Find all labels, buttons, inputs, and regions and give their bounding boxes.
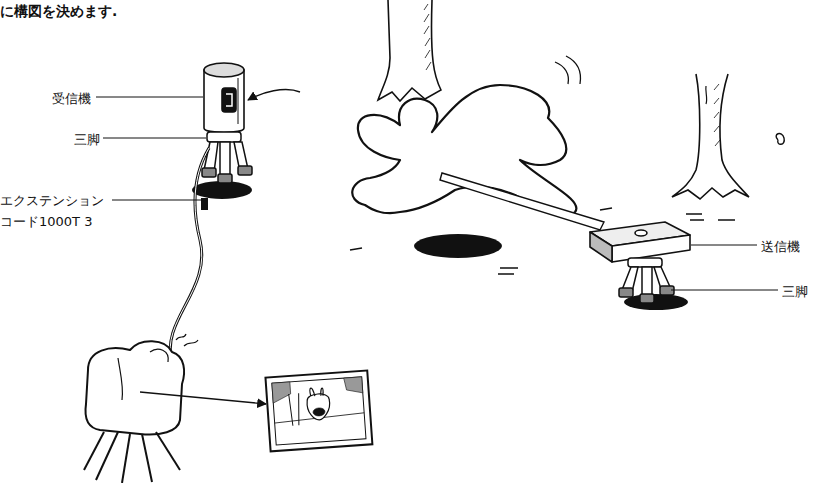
part-label: 三脚 [74,129,114,150]
tripod [202,168,216,177]
tripod [642,267,652,296]
photo [272,382,291,403]
ground-mark [498,268,518,274]
part-label: 三脚 [782,281,827,302]
receiver [226,94,232,106]
tree [672,74,749,199]
tripod [207,132,241,142]
ground-mark [350,248,362,250]
receiver [204,63,244,133]
tripod [220,142,230,176]
leader-line [112,200,201,201]
result-arrow [140,392,266,404]
tree [424,4,431,70]
tripod [628,258,662,267]
tripod [142,434,152,482]
part-label: 受信機 [52,88,112,109]
ground-mark [776,134,784,145]
rabbit [352,85,576,215]
ground-mark [600,208,612,210]
receiver [222,88,236,112]
transmitter [635,230,647,236]
part-label: 送信機 [761,236,821,257]
tree [714,84,720,146]
camera [86,341,185,434]
tripod [640,294,654,303]
tree [714,84,720,146]
leader-line [691,245,757,246]
receiver [204,63,244,77]
extension-cord [170,148,209,362]
photo [344,377,363,394]
leader-line [96,97,778,290]
ground-mark [686,214,735,220]
note-text: に構図を決めます. [0,1,230,22]
leader-line [671,290,778,291]
camera [150,349,168,362]
tree [705,86,707,104]
photo [265,370,372,451]
rabbit [555,56,580,84]
transmitter [590,222,690,262]
tripod [122,434,130,483]
photo [306,387,331,421]
tree [672,74,749,199]
sensor-arrow [248,90,300,100]
shadow [414,234,502,258]
shadow [624,294,688,310]
tripod [619,258,674,303]
tripod [202,132,252,183]
photo [272,377,366,445]
photo [313,408,326,417]
tripod [238,166,252,175]
tripod [218,174,232,183]
transmitter [590,232,612,262]
part-label: エクステンション コード1000T 3 [0,190,114,232]
tripod [84,432,180,483]
receiver [204,70,244,133]
tripod [84,432,104,470]
camera [86,334,198,434]
tree [378,0,441,101]
camera [118,358,123,400]
photo [265,370,372,451]
tree [378,0,441,101]
tripod [619,288,633,297]
tree [424,4,431,70]
light-beam [440,173,604,230]
receiver [238,78,239,124]
extension-cord [170,148,209,362]
camera [176,334,198,346]
cord-plug [201,198,208,210]
tripod [156,432,180,470]
leader-line [103,138,206,139]
leader-line [96,97,203,98]
rabbit [352,56,580,215]
